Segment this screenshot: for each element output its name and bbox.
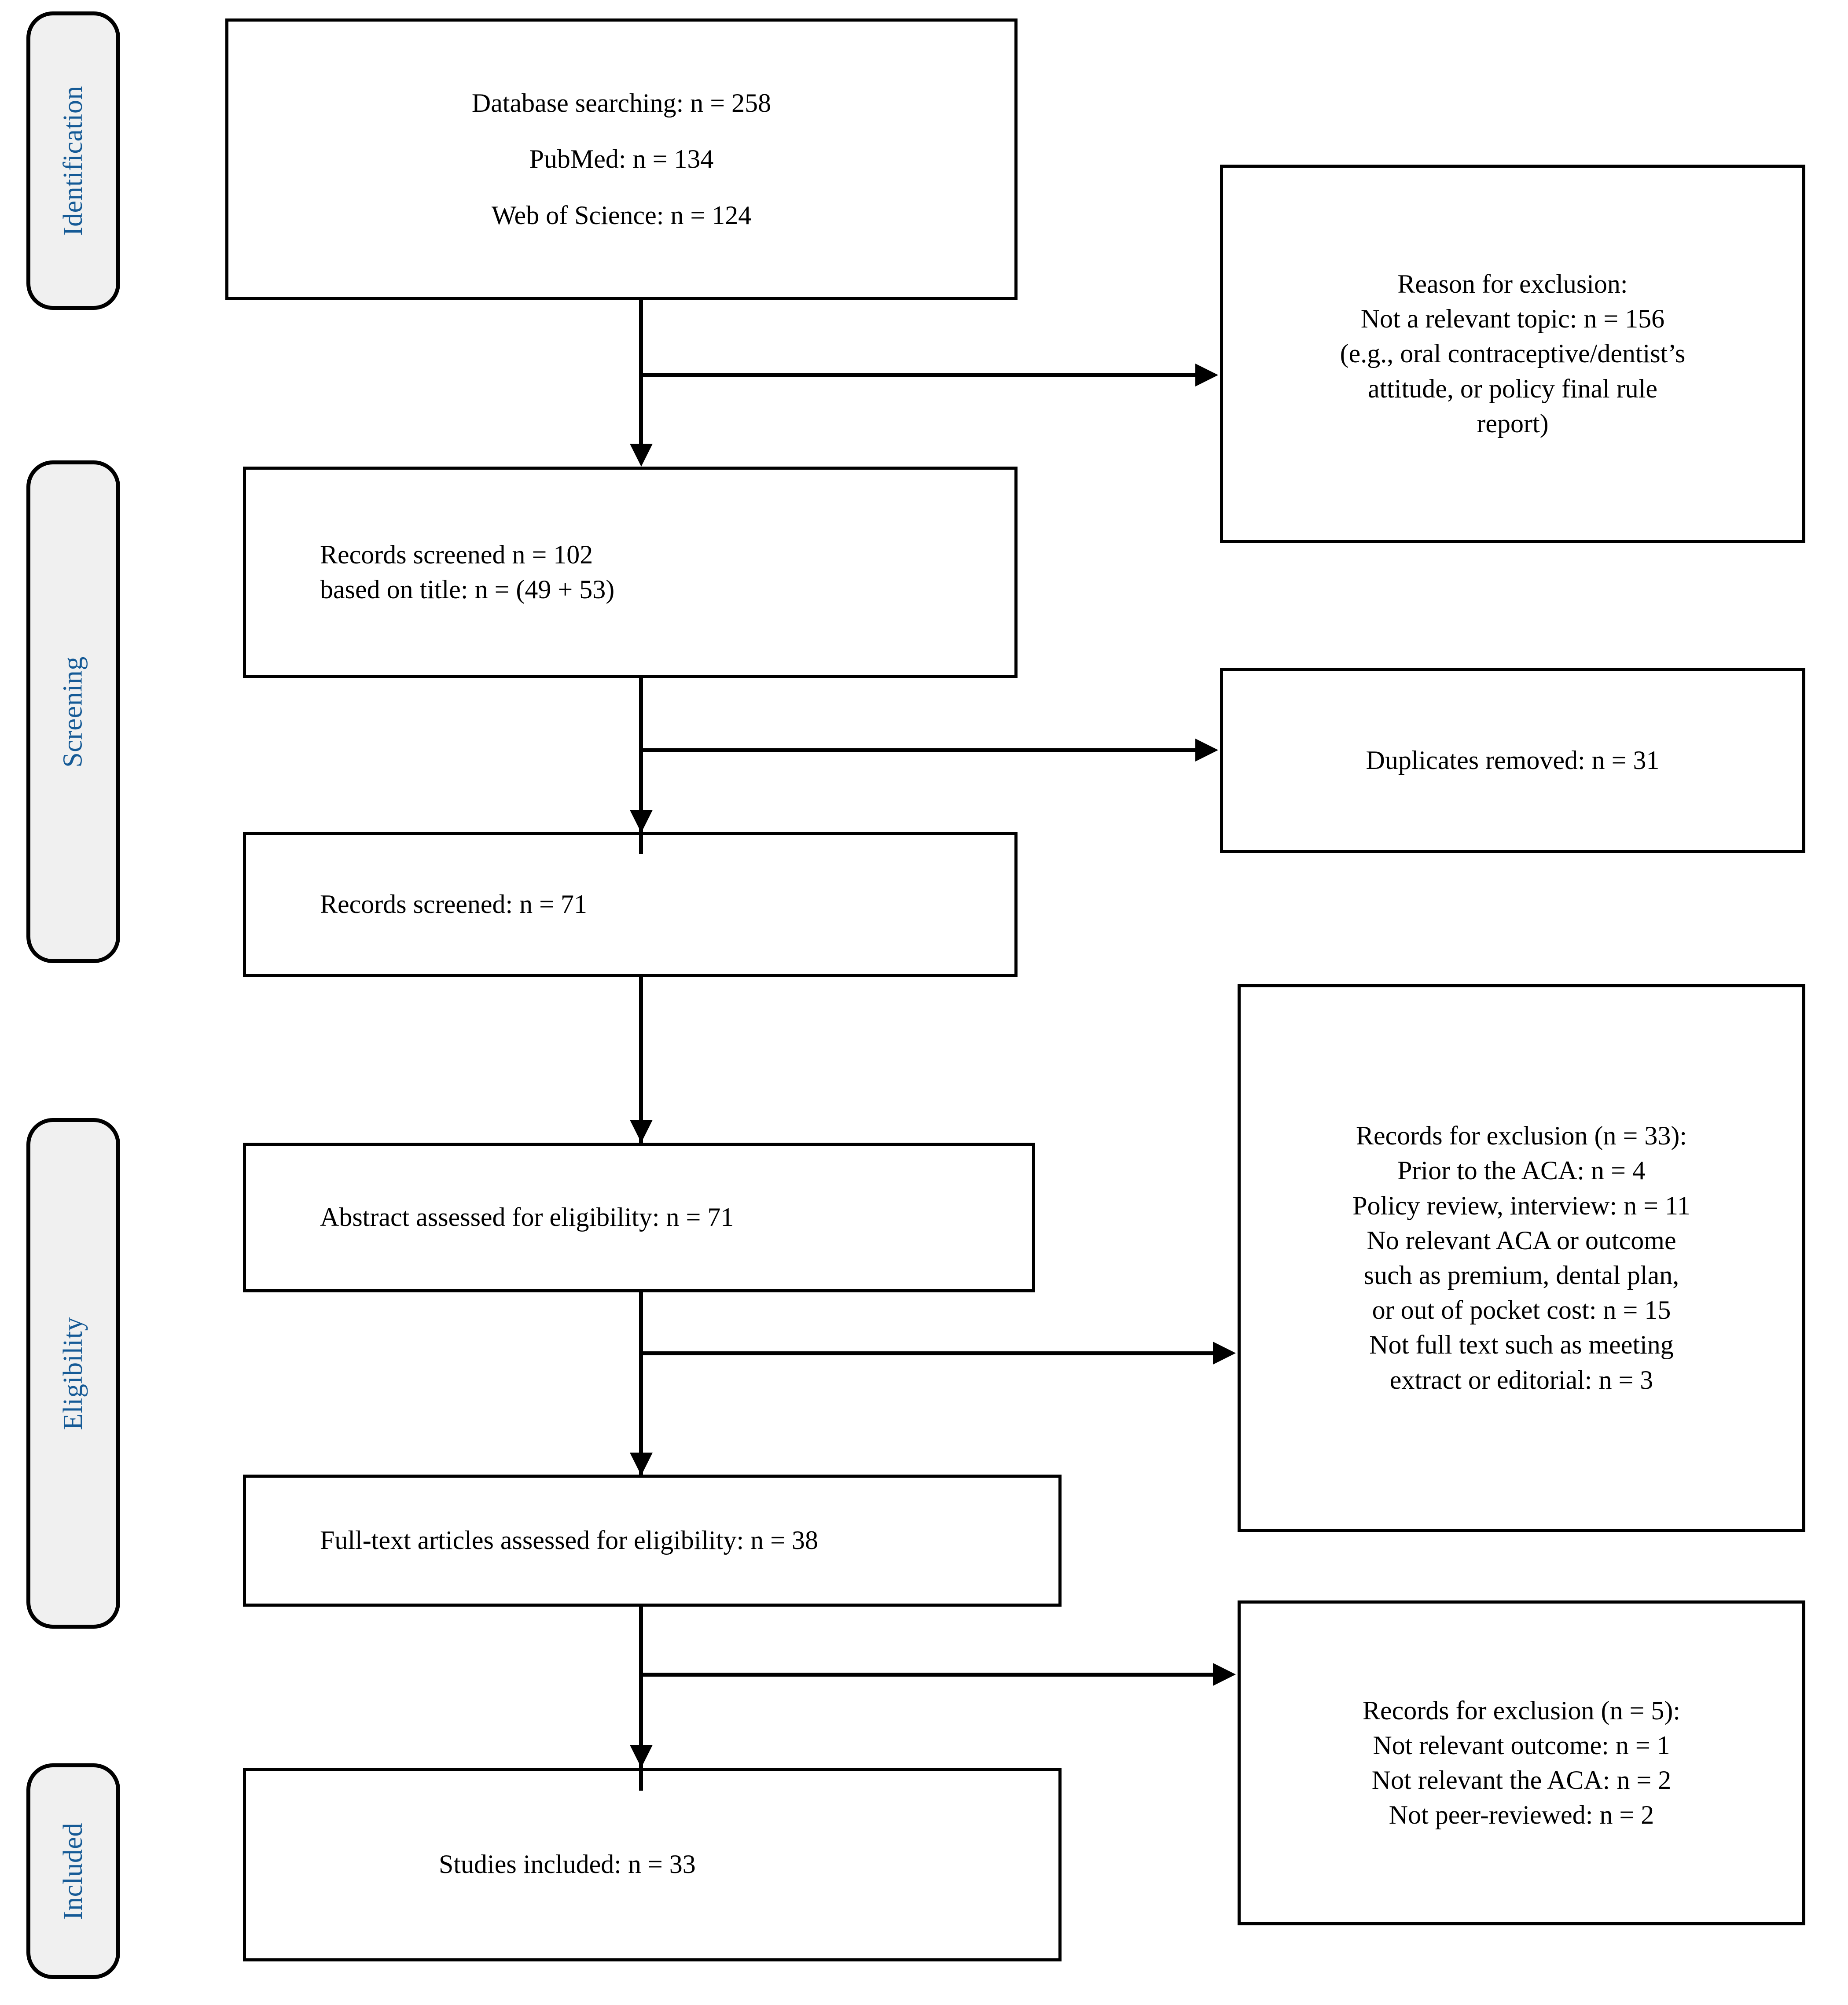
node-exclusion-records-33: Records for exclusion (n = 33): Prior to…: [1238, 984, 1805, 1532]
exclusion-topic-line-1: Reason for exclusion:: [1397, 269, 1628, 299]
exclusion-33-line-4: No relevant ACA or outcome: [1367, 1225, 1676, 1255]
exclusion-33-line-2: Prior to the ACA: n = 4: [1397, 1156, 1646, 1185]
studies-included-line-1: Studies included: n = 33: [439, 1850, 696, 1879]
exclusion-33-line-5: such as premium, dental plan,: [1363, 1261, 1679, 1290]
exclusion-33-line-1: Records for exclusion (n = 33):: [1356, 1121, 1687, 1151]
records-screened-102-line-1: Records screened n = 102: [320, 540, 593, 569]
connector-fulltext-to-exclusion5-arrow: [1213, 1663, 1236, 1686]
node-exclusion-duplicates-removed: Duplicates removed: n = 31: [1220, 668, 1805, 853]
fulltext-assessed-line-1: Full-text articles assessed for eligibil…: [320, 1526, 818, 1555]
exclusion-topic-line-2: Not a relevant topic: n = 156: [1360, 304, 1665, 334]
exclusion-5-line-4: Not peer-reviewed: n = 2: [1389, 1800, 1654, 1830]
connector-abstract-to-exclusion33-line: [639, 1351, 1215, 1355]
connector-abstract-to-fulltext-arrow: [630, 1453, 653, 1475]
stage-label-included-text: Included: [58, 1822, 88, 1920]
connector-screened71-to-abstract-arrow: [630, 1120, 653, 1143]
connector-screened102-to-screened71-arrow: [630, 810, 653, 833]
stage-label-identification-text: Identification: [58, 85, 88, 236]
node-records-screened-71: Records screened: n = 71: [243, 832, 1018, 977]
connector-screened102-to-duplicates-arrow: [1195, 739, 1218, 762]
connector-fulltext-to-included-arrow: [630, 1745, 653, 1768]
node-exclusion-not-relevant-topic: Reason for exclusion: Not a relevant top…: [1220, 165, 1805, 543]
stage-label-eligibility: Eligibility: [26, 1118, 120, 1629]
connector-screened102-to-duplicates-line: [639, 748, 1197, 752]
node-fulltext-assessed: Full-text articles assessed for eligibil…: [243, 1475, 1062, 1607]
identification-line-3: Web of Science: n = 124: [491, 200, 752, 230]
exclusion-topic-line-4: attitude, or policy final rule: [1367, 374, 1658, 403]
connector-identification-to-screened102-arrow: [630, 444, 653, 467]
connector-fulltext-to-included-line: [639, 1607, 643, 1791]
identification-line-1: Database searching: n = 258: [471, 88, 772, 118]
node-studies-included: Studies included: n = 33: [243, 1768, 1062, 1961]
stage-label-identification: Identification: [26, 11, 120, 310]
exclusion-33-line-8: extract or editorial: n = 3: [1389, 1365, 1653, 1394]
connector-identification-to-exclusion-topic-line: [639, 373, 1197, 377]
exclusion-topic-line-5: report): [1477, 408, 1549, 438]
node-identification-sources: Database searching: n = 258 PubMed: n = …: [225, 18, 1018, 300]
exclusion-5-line-1: Records for exclusion (n = 5):: [1363, 1696, 1680, 1725]
connector-fulltext-to-exclusion5-line: [639, 1673, 1215, 1677]
stage-label-eligibility-text: Eligibility: [58, 1317, 88, 1430]
exclusion-33-line-7: Not full text such as meeting: [1369, 1330, 1674, 1360]
connector-screened71-to-abstract-line: [639, 977, 643, 1144]
node-abstract-assessed: Abstract assessed for eligibility: n = 7…: [243, 1143, 1035, 1292]
stage-label-screening-text: Screening: [58, 656, 88, 768]
exclusion-topic-line-3: (e.g., oral contraceptive/dentist’s: [1340, 339, 1686, 368]
abstract-assessed-line-1: Abstract assessed for eligibility: n = 7…: [320, 1203, 734, 1232]
node-exclusion-records-5: Records for exclusion (n = 5): Not relev…: [1238, 1600, 1805, 1925]
exclusion-33-line-3: Policy review, interview: n = 11: [1352, 1191, 1690, 1220]
exclusion-duplicates-line-1: Duplicates removed: n = 31: [1366, 746, 1660, 775]
connector-abstract-to-exclusion33-arrow: [1213, 1342, 1236, 1365]
exclusion-5-line-3: Not relevant the ACA: n = 2: [1371, 1766, 1672, 1795]
exclusion-5-line-2: Not relevant outcome: n = 1: [1373, 1730, 1670, 1760]
stage-label-screening: Screening: [26, 460, 120, 963]
identification-line-2: PubMed: n = 134: [529, 144, 714, 174]
records-screened-102-line-2: based on title: n = (49 + 53): [320, 575, 615, 604]
stage-label-included: Included: [26, 1763, 120, 1979]
exclusion-33-line-6: or out of pocket cost: n = 15: [1372, 1295, 1671, 1325]
connector-abstract-to-fulltext-line: [639, 1292, 643, 1477]
records-screened-71-line-1: Records screened: n = 71: [320, 890, 587, 919]
node-records-screened-102: Records screened n = 102 based on title:…: [243, 467, 1018, 678]
connector-screened102-to-screened71-line: [639, 678, 643, 854]
connector-identification-to-exclusion-topic-arrow: [1195, 364, 1218, 386]
